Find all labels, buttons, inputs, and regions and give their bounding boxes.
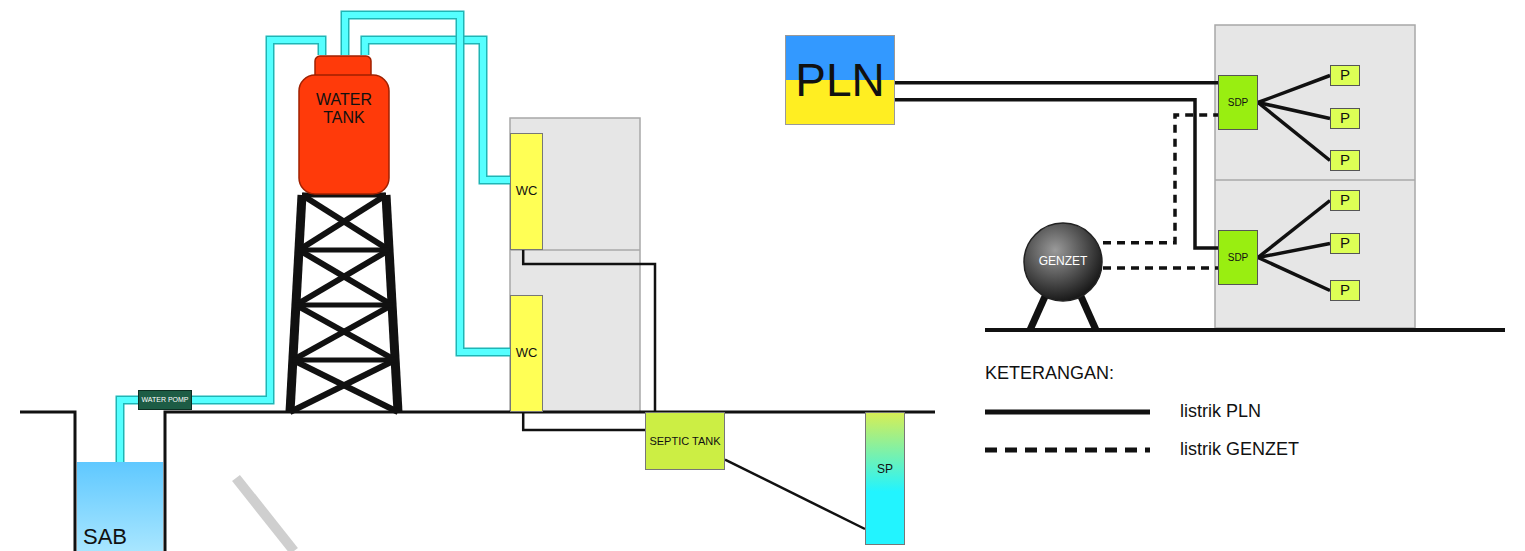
node-label: P	[1340, 282, 1350, 299]
tower-strut	[299, 195, 386, 250]
node-label: WATER POMP	[141, 396, 188, 404]
gen-connector	[1103, 115, 1218, 243]
ground-line	[985, 328, 1505, 332]
floor-line	[1215, 179, 1415, 181]
sewer-connector	[725, 460, 865, 529]
legend-heading: KETERANGAN:	[985, 363, 1114, 384]
distribution-panel: SDP	[1218, 75, 1258, 130]
gen-connector	[1103, 268, 1218, 269]
node-label: SEPTIC TANK	[649, 435, 720, 447]
power-utility: PLN	[785, 35, 895, 125]
legend-dashed-sample	[985, 448, 1150, 453]
wc-box: WC	[510, 133, 543, 250]
node-label: SDP	[1228, 252, 1249, 263]
node-label: WATER TANK	[302, 91, 386, 126]
distribution-panel: SDP	[1218, 230, 1258, 285]
genset-leg	[1030, 292, 1047, 330]
outlet-box: P	[1330, 233, 1360, 254]
sewer-connector	[523, 412, 645, 430]
node-label: P	[1340, 152, 1350, 169]
ground-line	[20, 412, 935, 551]
tower-strut	[296, 250, 389, 305]
water-source: SAB	[77, 462, 163, 551]
pln-connector	[1258, 258, 1330, 291]
pipe-line	[120, 400, 138, 462]
outlet-box: P	[1330, 108, 1360, 129]
outlet-box: P	[1330, 280, 1360, 301]
power-wire	[1258, 244, 1330, 258]
tower-strut	[299, 248, 389, 253]
node-label: SAB	[83, 525, 127, 549]
outlet-box: P	[1330, 65, 1360, 86]
node-label: WC	[516, 346, 538, 360]
tank-tower	[290, 195, 398, 412]
genset: GENZET	[1023, 222, 1103, 302]
power-wire	[1258, 76, 1330, 103]
sewer-line	[523, 412, 645, 430]
genset-wire	[1103, 115, 1218, 243]
node-label: WC	[516, 184, 538, 198]
pln-connector	[1258, 244, 1330, 258]
node-label: PLN	[795, 55, 884, 106]
legend-solid-sample	[985, 410, 1150, 415]
power-wire	[1258, 201, 1330, 258]
genset-leg	[1079, 292, 1096, 330]
node-label: P	[1340, 67, 1350, 84]
node-label: P	[1340, 235, 1350, 252]
power-wire	[1258, 258, 1330, 291]
tower-strut	[293, 305, 392, 360]
node-label: GENZET	[1039, 255, 1088, 268]
pipe-outline	[120, 400, 138, 462]
legend-text: listrik GENZET	[1180, 439, 1299, 460]
building-right	[1215, 25, 1415, 328]
node-label: SP	[877, 463, 893, 476]
outlet-box: P	[1330, 150, 1360, 171]
power-wire	[895, 81, 1218, 85]
tower-strut	[290, 360, 395, 412]
tower-strut	[296, 303, 392, 308]
legend-text: listrik PLN	[1180, 401, 1261, 422]
pln-connector	[895, 82, 1218, 83]
pln-connector	[1258, 201, 1330, 258]
power-wire	[1258, 103, 1330, 161]
node-label: P	[1340, 192, 1350, 209]
genset-wire	[1103, 266, 1218, 270]
water-pump: WATER POMP	[138, 390, 192, 410]
node-label: P	[1340, 110, 1350, 127]
sewer-line	[725, 460, 865, 529]
outlet-box: P	[1330, 190, 1360, 211]
water-tank: WATER TANK	[298, 55, 390, 195]
pln-connector	[1258, 103, 1330, 161]
pln-connector	[1258, 76, 1330, 103]
septic-tank: SEPTIC TANK	[645, 412, 725, 470]
watermark-stroke	[236, 478, 294, 551]
tower-strut	[293, 358, 395, 363]
wc-box: WC	[510, 295, 543, 412]
seepage-pit: SP	[865, 412, 905, 545]
node-label: SDP	[1228, 97, 1249, 108]
pipe-connector	[120, 400, 138, 462]
